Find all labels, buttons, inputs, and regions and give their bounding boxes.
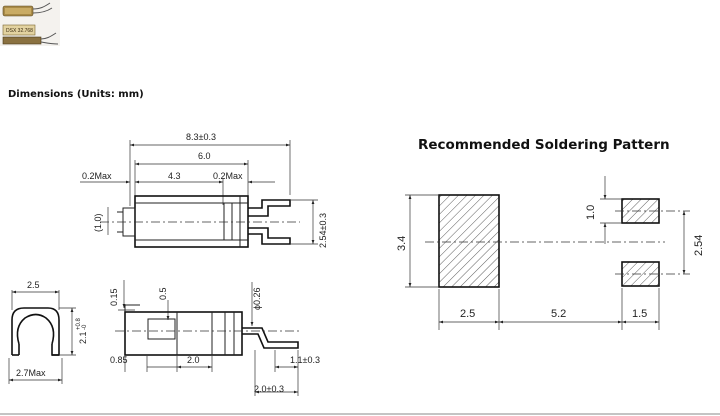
body-length-label: 6.0 (198, 151, 211, 161)
small-pad-height-label: 1.0 (585, 205, 597, 220)
side-view: 8.3±0.3 6.0 0.2Max 4.3 0.2Max (1.0) 2.54… (80, 132, 328, 248)
soldering-pattern: 3.4 1.0 2.54 2.5 5.2 1.5 (396, 176, 705, 330)
thickness-label: 0.15 (109, 288, 119, 306)
photo-label: DSX 32.768 (6, 28, 33, 34)
end-height-label: 2.1 (78, 331, 88, 344)
small-pad-width-label: 1.5 (632, 308, 647, 320)
end-view: 2.5 2.1 +0.8 -0 2.7Max (8, 280, 88, 384)
end-height-tol-upper: +0.8 (76, 317, 82, 330)
overall-length-label: 8.3±0.3 (186, 132, 216, 142)
pad-height-label: 3.4 (396, 236, 408, 251)
section-title: Dimensions (Units: mm) (8, 89, 144, 100)
pattern-title: Recommended Soldering Pattern (418, 137, 670, 153)
right-gap-label: 0.2Max (213, 171, 243, 181)
pad-width-label: 2.5 (460, 308, 475, 320)
bottom-view: 0.15 0.5 ϕ0.26 0.85 2.0 1.1±0.3 2.0± (109, 280, 320, 396)
end-max-width-label: 2.7Max (16, 368, 46, 378)
center-width-label: 2.0 (187, 355, 200, 365)
body-inner-label: 4.3 (168, 171, 181, 181)
lead-length-label: 2.0±0.3 (254, 384, 284, 394)
lead-height-label: (1.0) (93, 213, 103, 232)
left-margin-label: 0.85 (110, 355, 128, 365)
product-photo: DSX 32.768 (0, 0, 60, 46)
end-height-tol-lower: -0 (82, 324, 88, 330)
pitch-label: 2.54 (693, 235, 705, 256)
total-height-label: 2.54±0.3 (318, 213, 328, 248)
end-width-label: 2.5 (27, 280, 40, 290)
lead-offset-label: 0.5 (158, 287, 168, 300)
large-pad (438, 194, 500, 288)
lead-diameter-label: ϕ0.26 (252, 287, 262, 310)
gap-label: 5.2 (551, 308, 566, 320)
lead-ext-label: 1.1±0.3 (290, 355, 320, 365)
left-gap-label: 0.2Max (82, 171, 112, 181)
